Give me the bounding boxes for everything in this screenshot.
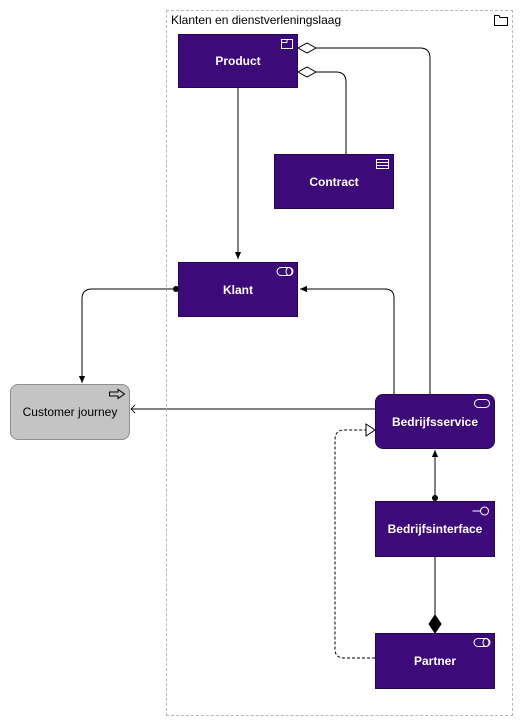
node-label: Contract — [309, 174, 359, 189]
aggregation-diamond — [296, 66, 318, 78]
product-icon — [281, 39, 293, 49]
node-contract[interactable]: Contract — [274, 154, 394, 209]
node-customer-journey[interactable]: Customer journey — [10, 384, 130, 440]
node-label: Bedrijfsinterface — [387, 522, 483, 536]
interface-icon — [472, 506, 489, 516]
connection-partner-bedrijfsservice[interactable] — [334, 423, 376, 659]
node-label: Customer journey — [22, 405, 118, 419]
connection-bedrijfsservice-product[interactable] — [296, 42, 431, 395]
role-icon — [276, 267, 294, 276]
node-bedrijfsinterface[interactable]: Bedrijfsinterface — [375, 501, 495, 557]
connection-klant-customer-journey[interactable] — [78, 286, 179, 383]
connection-bedrijfsinterface-bedrijfsservice[interactable] — [431, 450, 439, 501]
node-label: Bedrijfsservice — [391, 414, 479, 429]
aggregation-diamond — [296, 42, 318, 54]
node-klant[interactable]: Klant — [178, 262, 298, 317]
service-icon — [474, 399, 490, 408]
process-arrow-icon — [109, 388, 126, 400]
node-label: Klant — [223, 282, 253, 297]
folder-icon — [494, 15, 508, 26]
role-icon — [473, 638, 491, 647]
node-bedrijfsservice[interactable]: Bedrijfsservice — [375, 394, 495, 449]
node-partner[interactable]: Partner — [375, 633, 495, 689]
connection-bedrijfsservice-klant[interactable] — [300, 285, 395, 395]
group-title: Klanten en dienstverleningslaag — [171, 13, 342, 27]
node-label: Product — [215, 54, 261, 68]
node-label: Partner — [413, 654, 457, 668]
node-product[interactable]: Product — [178, 34, 298, 88]
connection-contract-product[interactable] — [296, 66, 347, 155]
contract-icon — [376, 159, 389, 169]
layer-group[interactable]: Klanten en dienstverleningslaag — [166, 10, 513, 716]
realization-arrowhead — [365, 423, 376, 437]
